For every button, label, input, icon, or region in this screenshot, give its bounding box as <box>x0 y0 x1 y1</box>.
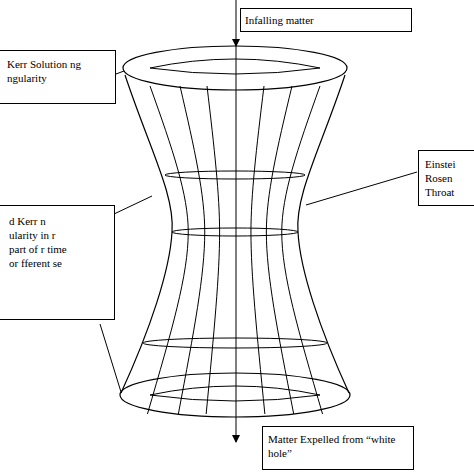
throat-meridians <box>147 86 322 414</box>
callout-box: Kerr Solution ng ngularity <box>0 50 116 104</box>
throat-meridian <box>282 86 323 414</box>
bottom-mouth-opening <box>150 386 320 401</box>
callout-box: d Kerr n ularity in r part of r time or … <box>0 205 115 320</box>
leader-line <box>306 172 417 205</box>
box-text: Kerr Solution ng ngularity <box>7 57 87 85</box>
box-text: Infalling matter <box>245 13 405 27</box>
throat-outline-right <box>298 75 349 393</box>
label-box: Matter Expelled from “white hole” <box>262 426 414 470</box>
expel-arrow <box>236 395 237 442</box>
throat-meridian <box>251 86 265 414</box>
throat-ring <box>172 228 298 236</box>
callout-box: Einstei Rosen Throat <box>418 150 474 206</box>
throat-ring <box>165 171 305 179</box>
top-mouth-opening <box>150 59 320 74</box>
leader-line <box>114 196 152 214</box>
infall-arrow <box>236 0 237 46</box>
throat-meridian <box>178 86 204 414</box>
top-mouth-ring <box>123 46 347 90</box>
box-text: Einstei Rosen Throat <box>425 157 471 199</box>
box-text: Matter Expelled from “white hole” <box>268 432 408 460</box>
throat-outline-left <box>121 75 172 393</box>
axis-line <box>236 46 237 395</box>
leader-line <box>116 71 124 74</box>
bottom-mouth-ring <box>120 373 350 417</box>
label-box: Infalling matter <box>240 8 412 32</box>
leader-line <box>100 324 121 392</box>
throat-meridian <box>147 86 188 414</box>
throat-ring <box>143 338 327 348</box>
throat-meridian <box>206 86 219 414</box>
box-text: d Kerr n ularity in r part of r time or … <box>9 214 67 270</box>
throat-meridian <box>266 86 293 414</box>
